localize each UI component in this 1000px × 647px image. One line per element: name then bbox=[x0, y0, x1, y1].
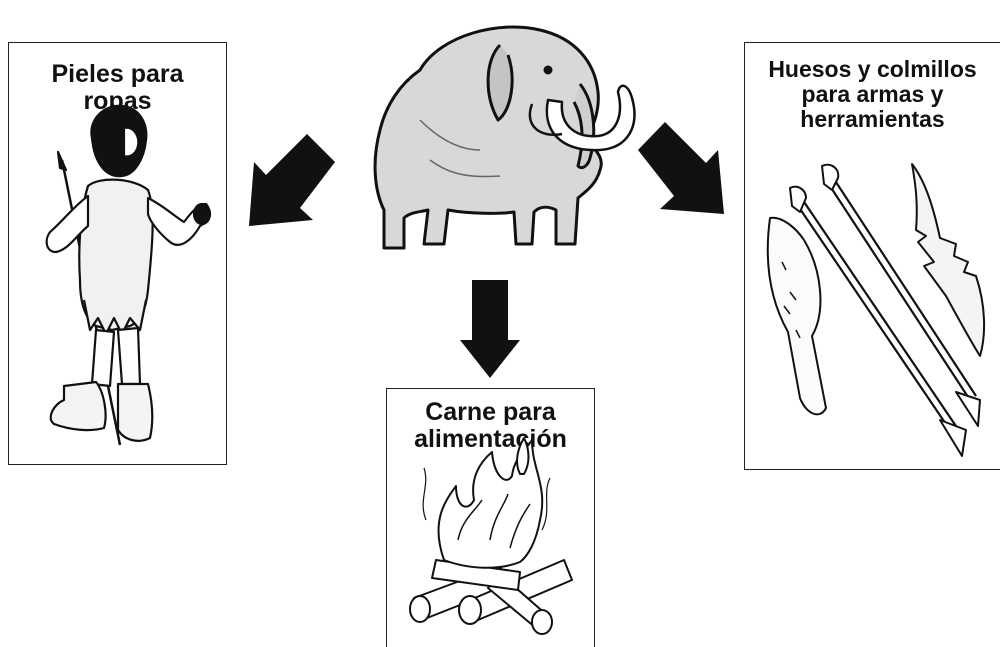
mammoth-icon bbox=[375, 27, 634, 248]
campfire-icon bbox=[410, 438, 572, 634]
arrow-left-down bbox=[249, 134, 335, 226]
caveman-icon bbox=[47, 106, 210, 445]
arrow-down bbox=[460, 280, 520, 378]
bone-tools-icon bbox=[768, 164, 984, 456]
arrow-right-down bbox=[638, 122, 724, 214]
